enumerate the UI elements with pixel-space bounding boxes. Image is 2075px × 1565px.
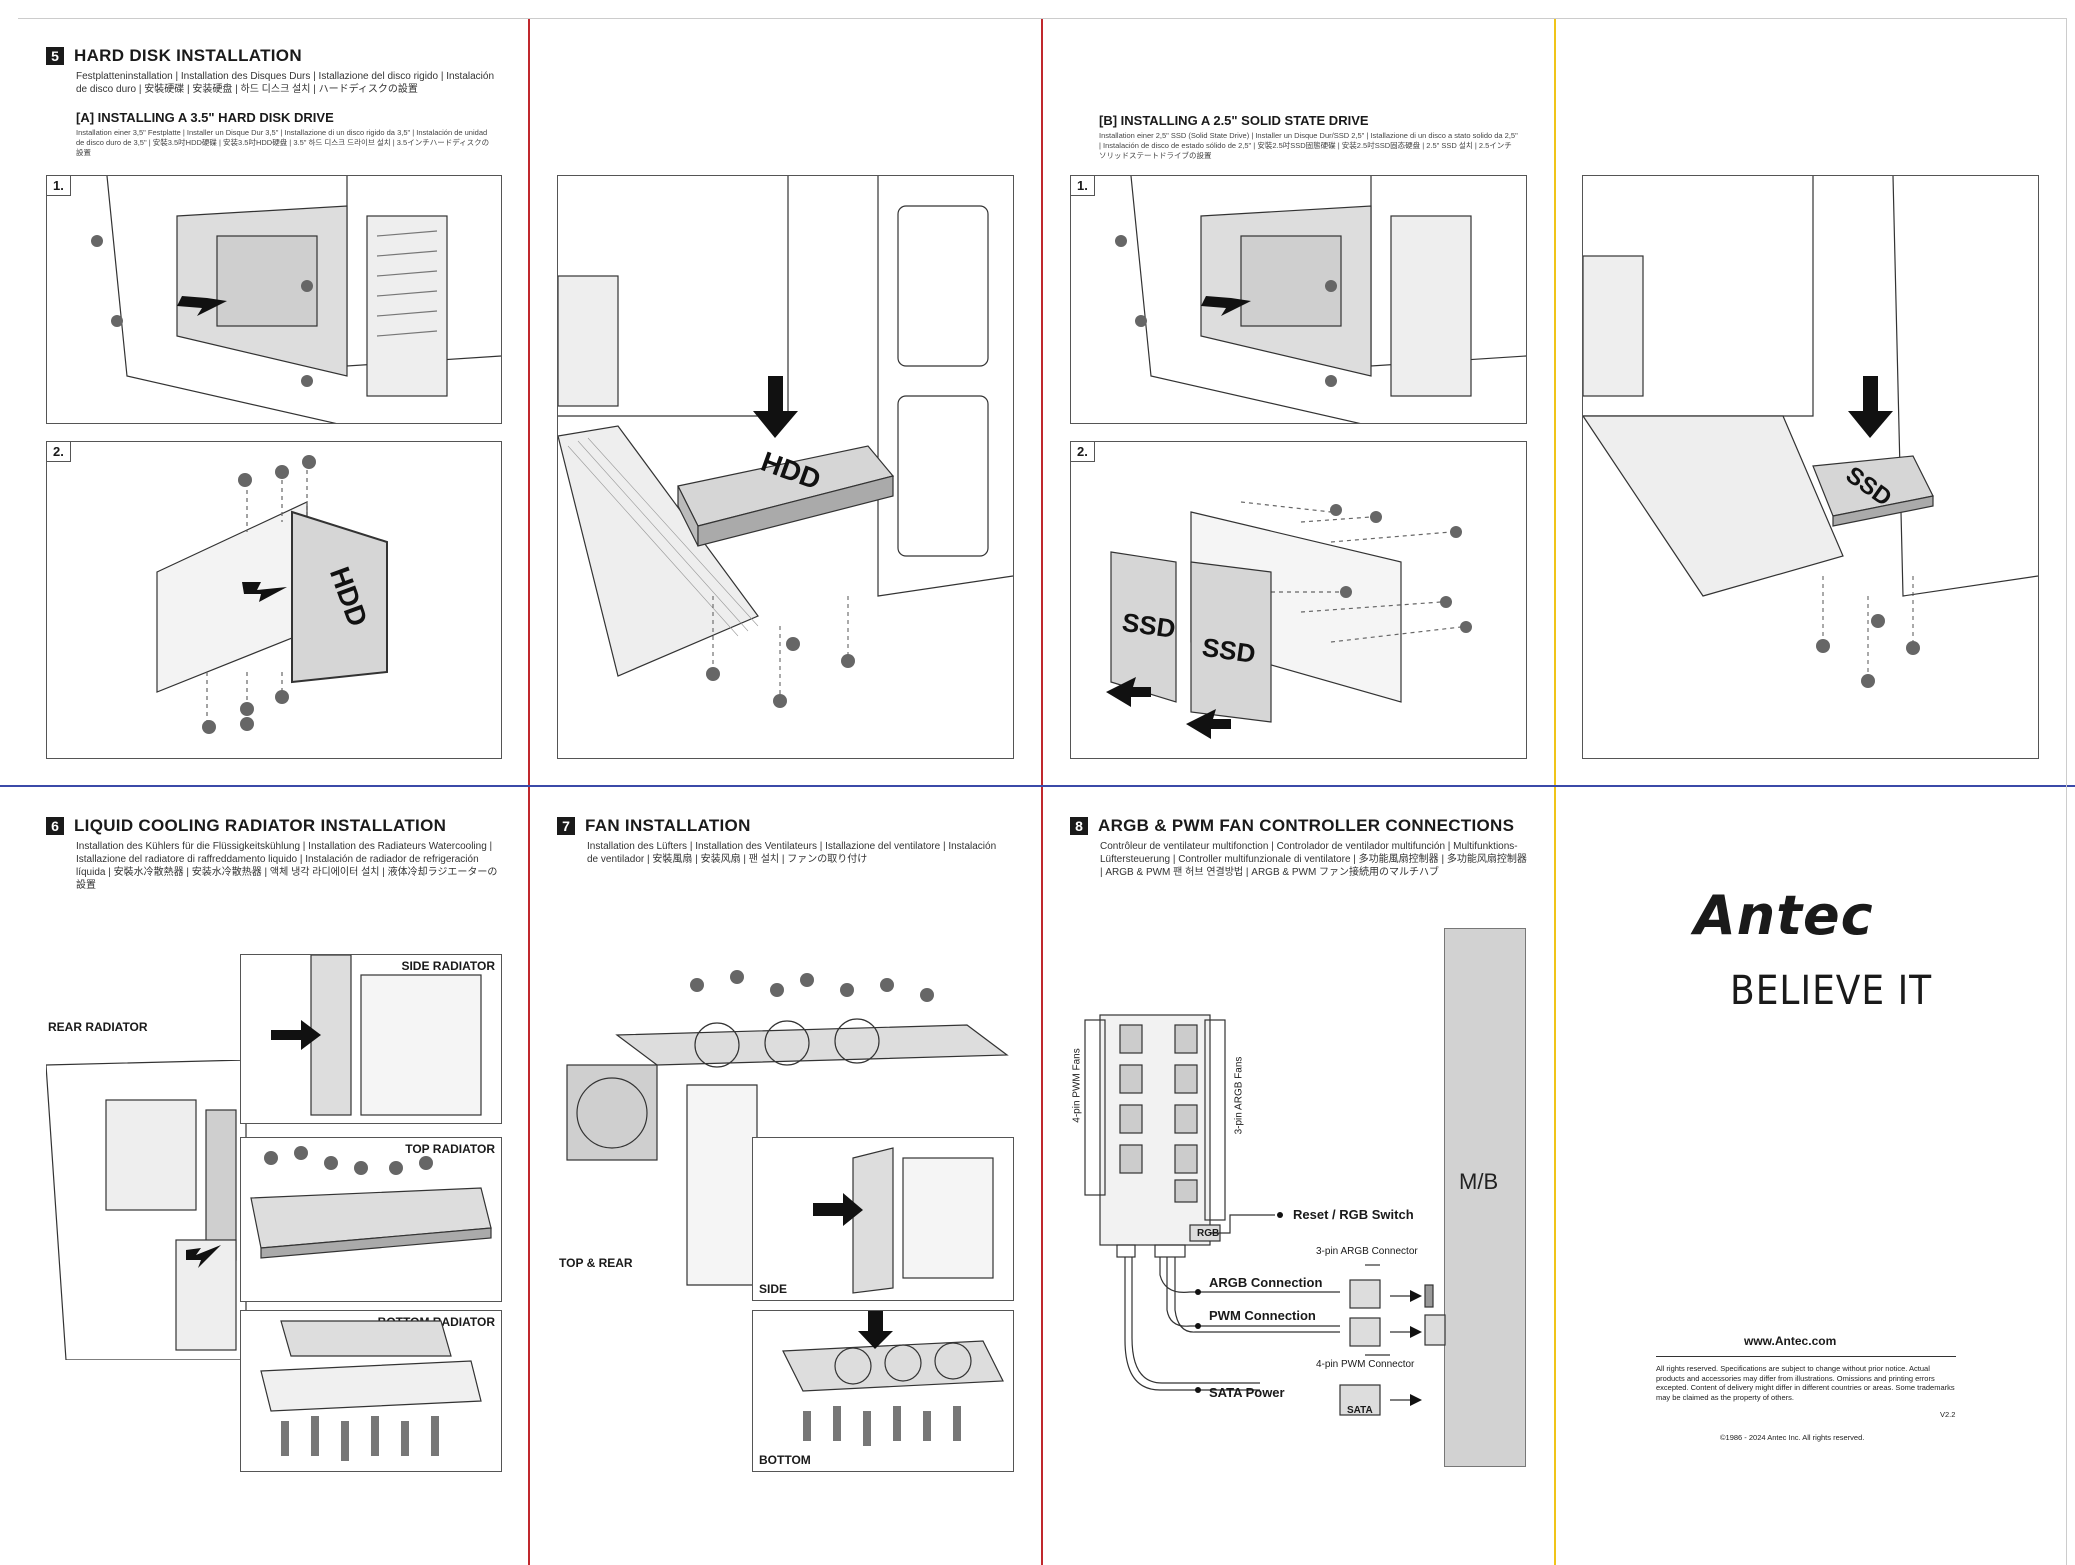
fold-line-1 [528,18,530,1565]
section-subtitle: Installation des Lüfters | Installation … [587,841,997,865]
hdd-install-illustration: HDD [558,176,1013,708]
reset-rgb-switch-label: Reset / RGB Switch [1293,1207,1414,1222]
ssd-install-illustration: SSD [1583,176,2038,688]
bottom-fan-label: BOTTOM [757,1453,813,1467]
section-subtitle: Festplatteninstallation | Installation d… [76,71,495,95]
sata-connector-label: SATA [1347,1405,1373,1416]
rgb-port-label: RGB [1197,1228,1220,1239]
hdd-step-1-panel: 1. [46,175,502,424]
bottom-radiator-panel: BOTTOM RADIATOR [240,1310,502,1472]
legal-divider [1656,1356,1956,1357]
section-number: 7 [557,817,575,835]
sata-power-label: SATA Power [1209,1385,1285,1400]
side-radiator-panel: SIDE RADIATOR [240,954,502,1124]
section-fan-controller: 8 ARGB & PWM FAN CONTROLLER CONNECTIONS … [1070,816,1530,879]
website: www.Antec.com [1744,1334,1837,1348]
antec-logo: Antec [1694,884,1874,947]
side-fan-label: SIDE [757,1282,790,1296]
fold-line-horizontal [0,785,2075,787]
motherboard: M/B [1444,928,1526,1467]
ssd-install-panel: SSD [1582,175,2039,759]
legal-notice: All rights reserved. Specifications are … [1656,1364,1955,1402]
section-fan-installation: 7 FAN INSTALLATION Installation des Lüft… [557,816,1007,866]
hdd-install-panel: HDD [557,175,1014,759]
rear-radiator-label: REAR RADIATOR [46,1020,150,1034]
hdd-step-2-illustration: HDD [156,455,388,734]
subsection-ssd: [B] INSTALLING A 2.5" SOLID STATE DRIVE … [1099,113,1519,161]
section-radiator-installation: 6 LIQUID COOLING RADIATOR INSTALLATION I… [46,816,506,892]
ssd-label: SSD [1120,607,1177,644]
section-subtitle: Contrôleur de ventilateur multifonction … [1100,841,1527,878]
argb-connection-label: ARGB Connection [1209,1275,1323,1290]
section-title: FAN INSTALLATION [585,816,751,835]
step-number: 1. [1071,176,1095,196]
pwm-connector-label: 4-pin PWM Connector [1316,1359,1415,1370]
fan-bottom-panel: BOTTOM [752,1310,1014,1472]
ssd-step-2-panel: 2. SSD SSD [1070,441,1527,759]
fold-line-3 [1554,18,1556,1565]
ssd-step-1-illustration [1115,176,1526,423]
section-number: 5 [46,47,64,65]
pwm-connection-label: PWM Connection [1209,1308,1316,1323]
hdd-step-2-panel: 2. HDD [46,441,502,759]
step-number: 2. [47,442,71,462]
side-radiator-label: SIDE RADIATOR [399,959,497,973]
hdd-step-1-illustration [91,176,501,423]
subsection-subtitle-ssd: Installation einer 2,5" SSD (Solid State… [1099,131,1518,160]
tagline: BELIEVE IT [1730,968,1933,1014]
section-number: 8 [1070,817,1088,835]
copyright: ©1986 - 2024 Antec Inc. All rights reser… [1720,1433,1865,1442]
fan-controller-diagram [1084,1014,1446,1416]
section-title: LIQUID COOLING RADIATOR INSTALLATION [74,816,447,835]
ssd-step-1-panel: 1. [1070,175,1527,424]
subsection-title-ssd: [B] INSTALLING A 2.5" SOLID STATE DRIVE [1099,113,1369,128]
rear-radiator-illustration [46,1060,256,1360]
argb-fans-label: 3-pin ARGB Fans [1233,1056,1245,1135]
section-number: 6 [46,817,64,835]
top-rear-label: TOP & REAR [557,1256,635,1270]
step-number: 2. [1071,442,1095,462]
section-subtitle: Installation des Kühlers für die Flüssig… [76,841,498,891]
pwm-fans-label: 4-pin PWM Fans [1071,1048,1083,1123]
section-title: HARD DISK INSTALLATION [74,46,302,65]
top-radiator-panel: TOP RADIATOR [240,1137,502,1302]
version: V2.2 [1940,1410,1956,1419]
subsection-subtitle-hdd: Installation einer 3,5" Festplatte | Ins… [76,128,490,157]
subsection-title-hdd: [A] INSTALLING A 3.5" HARD DISK DRIVE [76,110,334,125]
motherboard-label: M/B [1459,1169,1499,1194]
fan-side-panel: SIDE [752,1137,1014,1301]
section-title: ARGB & PWM FAN CONTROLLER CONNECTIONS [1098,816,1515,835]
argb-connector-label: 3-pin ARGB Connector [1316,1246,1418,1257]
top-radiator-label: TOP RADIATOR [403,1142,497,1156]
ssd-label: SSD [1200,632,1257,669]
section-hdd-installation: 5 HARD DISK INSTALLATION Festplatteninst… [46,46,506,158]
ssd-step-2-illustration: SSD SSD [1106,501,1472,739]
page-border [18,18,2067,1565]
fold-line-2 [1041,18,1043,1565]
step-number: 1. [47,176,71,196]
